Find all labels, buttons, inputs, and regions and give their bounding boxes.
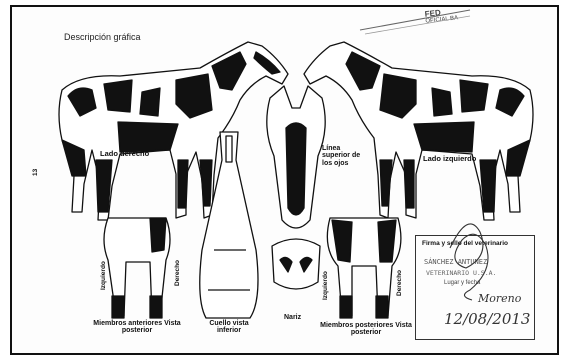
document-page: Descripción gráfica FED OFICIAL BA 13 xyxy=(0,0,563,360)
